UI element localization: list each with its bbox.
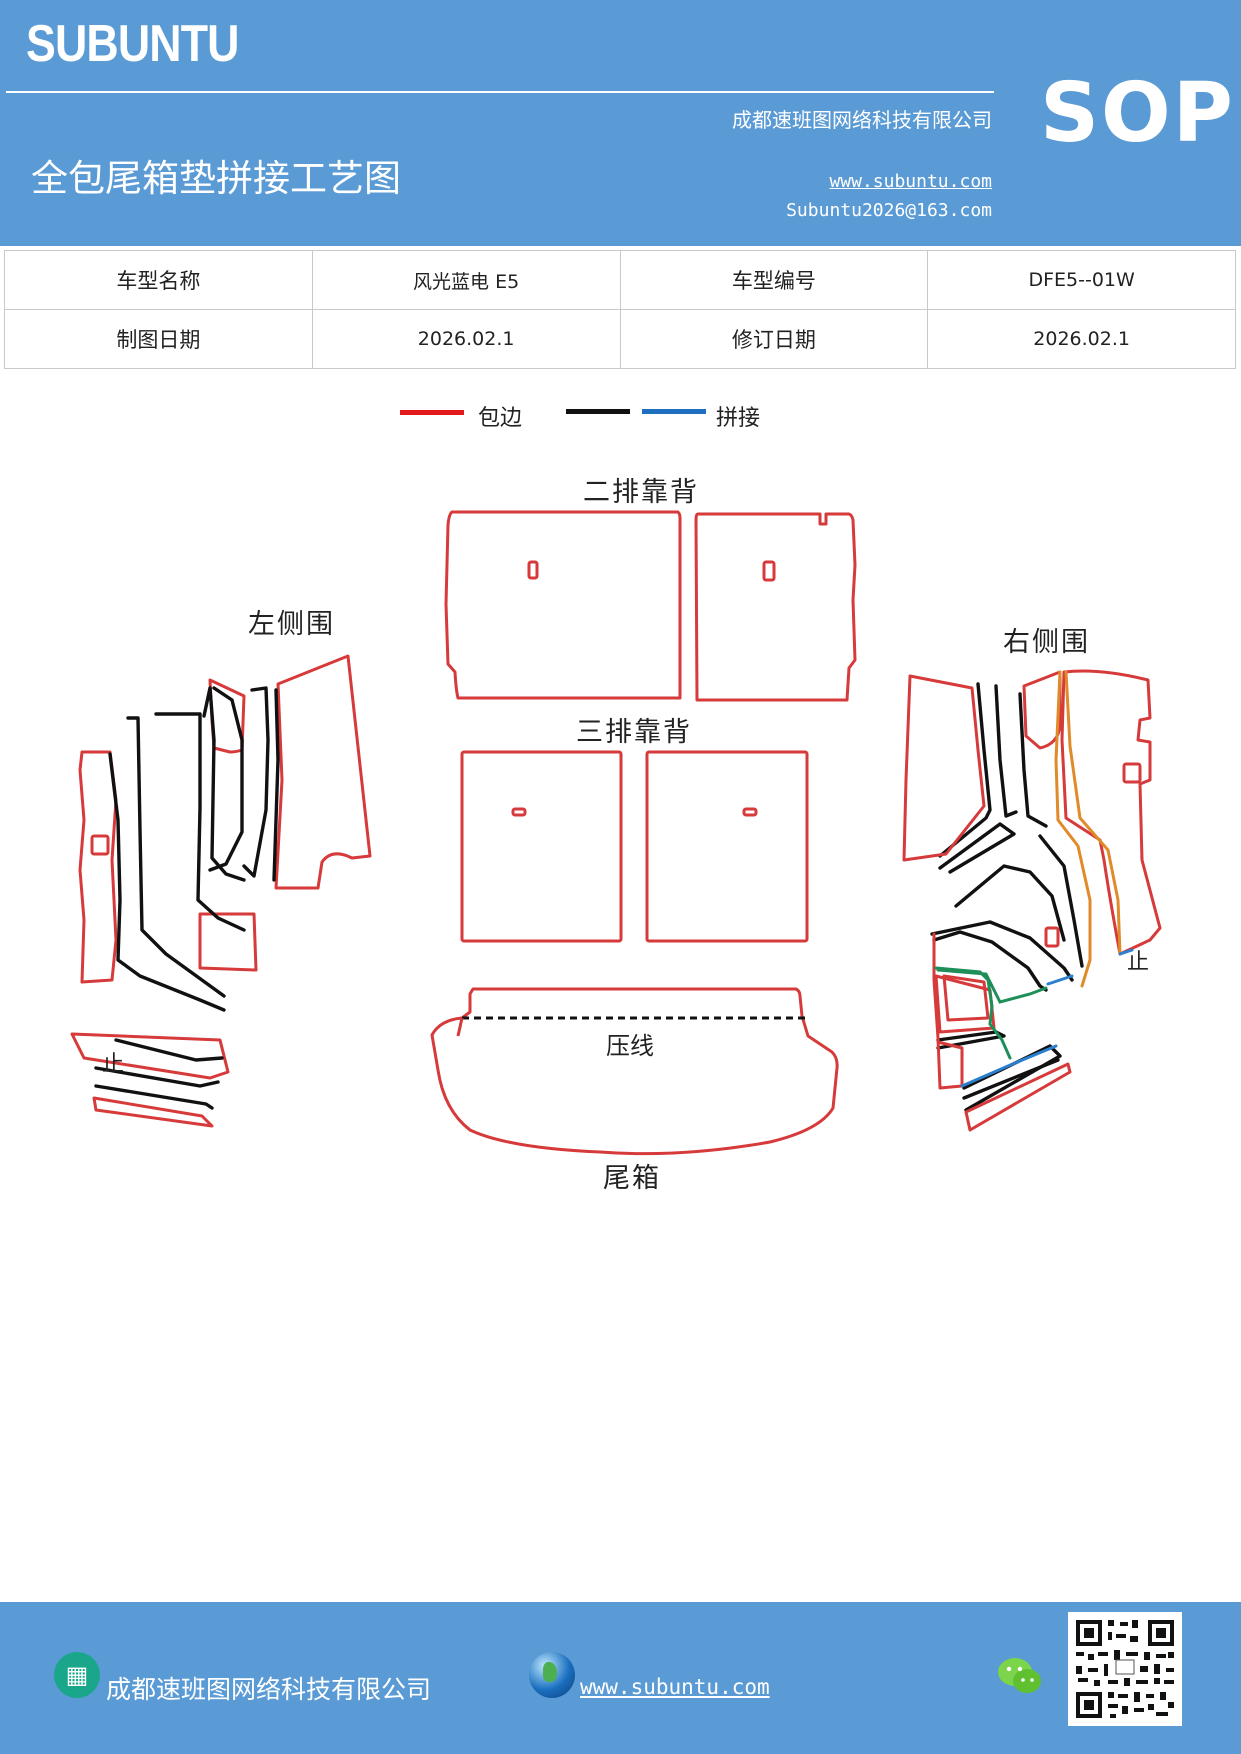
label-right-side: 右侧围 <box>1003 627 1090 658</box>
revision-date-value: 2026.02.1 <box>927 309 1236 369</box>
right-seam-11 <box>962 1058 1060 1100</box>
left-side-lower-flap <box>198 912 258 972</box>
header-company: 成都速班图网络科技有限公司 <box>732 108 992 132</box>
third-row-back-right-panel <box>645 750 809 943</box>
right-seam-3 <box>1018 692 1048 828</box>
label-second-row-back: 二排靠背 <box>583 477 699 508</box>
label-stop-left: 止 <box>102 1052 125 1077</box>
model-name-label: 车型名称 <box>4 250 313 310</box>
label-left-side: 左侧围 <box>248 609 335 640</box>
right-seam-2 <box>994 684 1018 818</box>
left-seam-4 <box>202 686 246 882</box>
wechat-icon <box>998 1658 1041 1693</box>
right-side-slot-small <box>1044 926 1060 948</box>
sop-badge: SOP <box>1040 66 1235 161</box>
legend-swatch-join <box>642 409 706 414</box>
label-crease: 压线 <box>606 1032 654 1060</box>
legend-label-edge: 包边 <box>478 406 523 431</box>
vehicle-info-table: 车型名称 风光蓝电 E5 车型编号 DFE5--01W 制图日期 2026.02… <box>4 250 1236 369</box>
draw-date-value: 2026.02.1 <box>311 309 621 369</box>
left-side-edge-panel <box>78 750 118 984</box>
model-code-label: 车型编号 <box>619 250 929 310</box>
right-join-green-2 <box>988 1022 1012 1060</box>
header-divider <box>6 91 994 93</box>
label-third-row-back: 三排靠背 <box>576 717 692 748</box>
left-side-rear-panel <box>274 654 372 890</box>
globe-icon <box>529 1652 575 1698</box>
left-seam-5 <box>208 686 244 872</box>
right-seam-7 <box>932 930 1048 992</box>
qr-code-icon <box>1068 1612 1182 1726</box>
revision-date-label: 修订日期 <box>619 309 929 369</box>
second-row-back-left-panel <box>444 510 682 700</box>
third-row-back-left-slot <box>511 807 527 817</box>
header-website-link[interactable]: www.subuntu.com <box>829 171 992 192</box>
footer-banner: ▦ 成都速班图网络科技有限公司 www.subuntu.com <box>0 1602 1241 1754</box>
table-row: 制图日期 2026.02.1 修订日期 2026.02.1 <box>4 309 1236 369</box>
right-join-orange-1 <box>1054 670 1092 988</box>
left-seam-6 <box>242 686 270 878</box>
right-side-front-panel <box>902 674 986 862</box>
right-join-orange-2 <box>1064 670 1122 956</box>
label-stop-right: 止 <box>1127 950 1150 975</box>
right-seam-4 <box>938 822 1016 874</box>
right-seam-5 <box>954 864 1066 942</box>
right-join-blue-3 <box>1118 948 1134 956</box>
footer-website-link[interactable]: www.subuntu.com <box>580 1675 770 1699</box>
second-row-back-left-slot <box>527 560 539 580</box>
left-seam-1 <box>108 752 226 1012</box>
footer-company: 成都速班图网络科技有限公司 <box>106 1675 432 1704</box>
draw-date-label: 制图日期 <box>4 309 313 369</box>
left-seam-8 <box>114 1038 224 1062</box>
label-trunk: 尾箱 <box>603 1163 661 1194</box>
left-side-bottom-strip-a <box>70 1032 230 1080</box>
right-side-lower-box <box>942 974 990 1022</box>
third-row-back-left-panel <box>460 750 623 943</box>
left-side-slot <box>90 834 110 856</box>
right-join-blue-1 <box>960 1044 1058 1088</box>
left-seam-2 <box>126 716 226 998</box>
right-join-blue-2 <box>1046 974 1074 986</box>
right-side-rear-panel <box>1060 669 1162 956</box>
left-side-bottom-strip-b <box>92 1096 214 1128</box>
right-seam-1 <box>938 682 992 858</box>
trunk-main-panel <box>430 987 839 1156</box>
building-icon: ▦ <box>54 1652 100 1698</box>
right-seam-8 <box>1038 834 1084 968</box>
model-code-value: DFE5--01W <box>927 250 1236 310</box>
left-seam-3 <box>154 712 246 932</box>
right-side-bottom-strip <box>964 1062 1072 1132</box>
header-email: Subuntu2026@163.com <box>786 200 992 221</box>
second-row-back-right-slot <box>762 560 776 582</box>
model-name-value: 风光蓝电 E5 <box>311 250 621 310</box>
third-row-back-right-slot <box>742 807 758 817</box>
legend-swatch-seam <box>566 409 630 414</box>
right-join-green-3 <box>936 968 1048 1004</box>
legend: 包边 拼接 <box>400 400 820 440</box>
right-seam-6 <box>930 920 1074 982</box>
left-seam-10 <box>94 1084 214 1110</box>
page-title: 全包尾箱垫拼接工艺图 <box>31 157 401 200</box>
header-banner: SUBUNTU 成都速班图网络科技有限公司 全包尾箱垫拼接工艺图 www.sub… <box>0 0 1241 246</box>
right-seam-9 <box>936 1030 1006 1050</box>
right-side-lower-panel <box>932 932 964 1090</box>
table-row: 车型名称 风光蓝电 E5 车型编号 DFE5--01W <box>4 250 1236 310</box>
right-side-slot-large <box>1122 762 1142 784</box>
brand-logo: SUBUNTU <box>26 15 239 73</box>
left-seam-7 <box>272 688 280 882</box>
left-seam-9 <box>94 1066 220 1088</box>
right-side-top-edge <box>1022 670 1062 750</box>
trunk-crease-edge <box>456 1017 464 1037</box>
second-row-back-right-panel <box>694 512 857 702</box>
legend-label-join: 拼接 <box>716 406 761 431</box>
legend-swatch-edge <box>400 410 464 415</box>
